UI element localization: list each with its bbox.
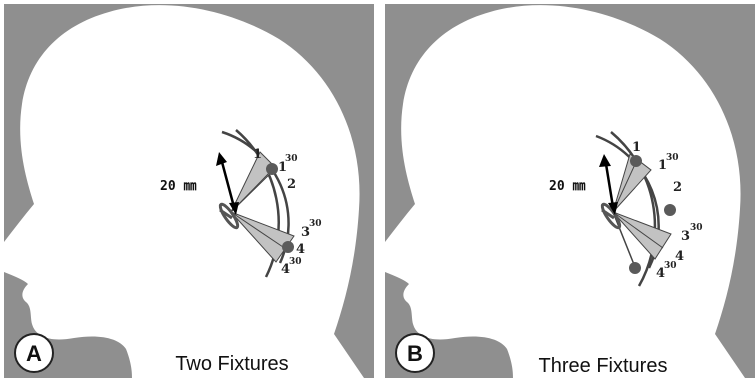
position-3-30-superscript: 30 [309, 219, 322, 229]
fixture-4 [282, 241, 294, 253]
fixture-1 [630, 155, 642, 167]
distance-label: 20 ㎜ [549, 179, 585, 194]
panel-letter: A [26, 341, 42, 366]
position-2-label: 2 [673, 180, 682, 195]
position-1-30-superscript: 30 [285, 154, 298, 164]
panel-b-diagram: 20 ㎜ 1 1 30 2 3 30 4 4 30 B Three Fixtur… [385, 4, 755, 378]
position-4-label: 4 [296, 242, 305, 257]
panel-a-diagram: 20 ㎜ 1 1 30 2 3 30 4 4 30 A Two Fixtures [4, 4, 374, 378]
panel-caption: Two Fixtures [175, 353, 288, 375]
position-4-30-superscript: 30 [664, 261, 677, 271]
position-1-label: 1 [253, 147, 262, 162]
position-1-label: 1 [632, 140, 641, 155]
position-4-30-superscript: 30 [289, 257, 302, 267]
fixture-2-30 [664, 204, 676, 216]
fixture-1-30 [266, 163, 278, 175]
position-2-label: 2 [287, 177, 296, 192]
distance-label: 20 ㎜ [160, 179, 196, 194]
panel-letter: B [407, 341, 423, 366]
panel-b-three-fixtures: 20 ㎜ 1 1 30 2 3 30 4 4 30 B Three Fixtur… [385, 4, 755, 378]
fixture-4-30 [629, 262, 641, 274]
position-1-30-superscript: 30 [666, 153, 679, 163]
panel-caption: Three Fixtures [539, 355, 668, 377]
position-3-30-superscript: 30 [690, 223, 703, 233]
panel-a-two-fixtures: 20 ㎜ 1 1 30 2 3 30 4 4 30 A Two Fixtures [4, 4, 374, 378]
position-3-label: 3 [681, 229, 690, 244]
